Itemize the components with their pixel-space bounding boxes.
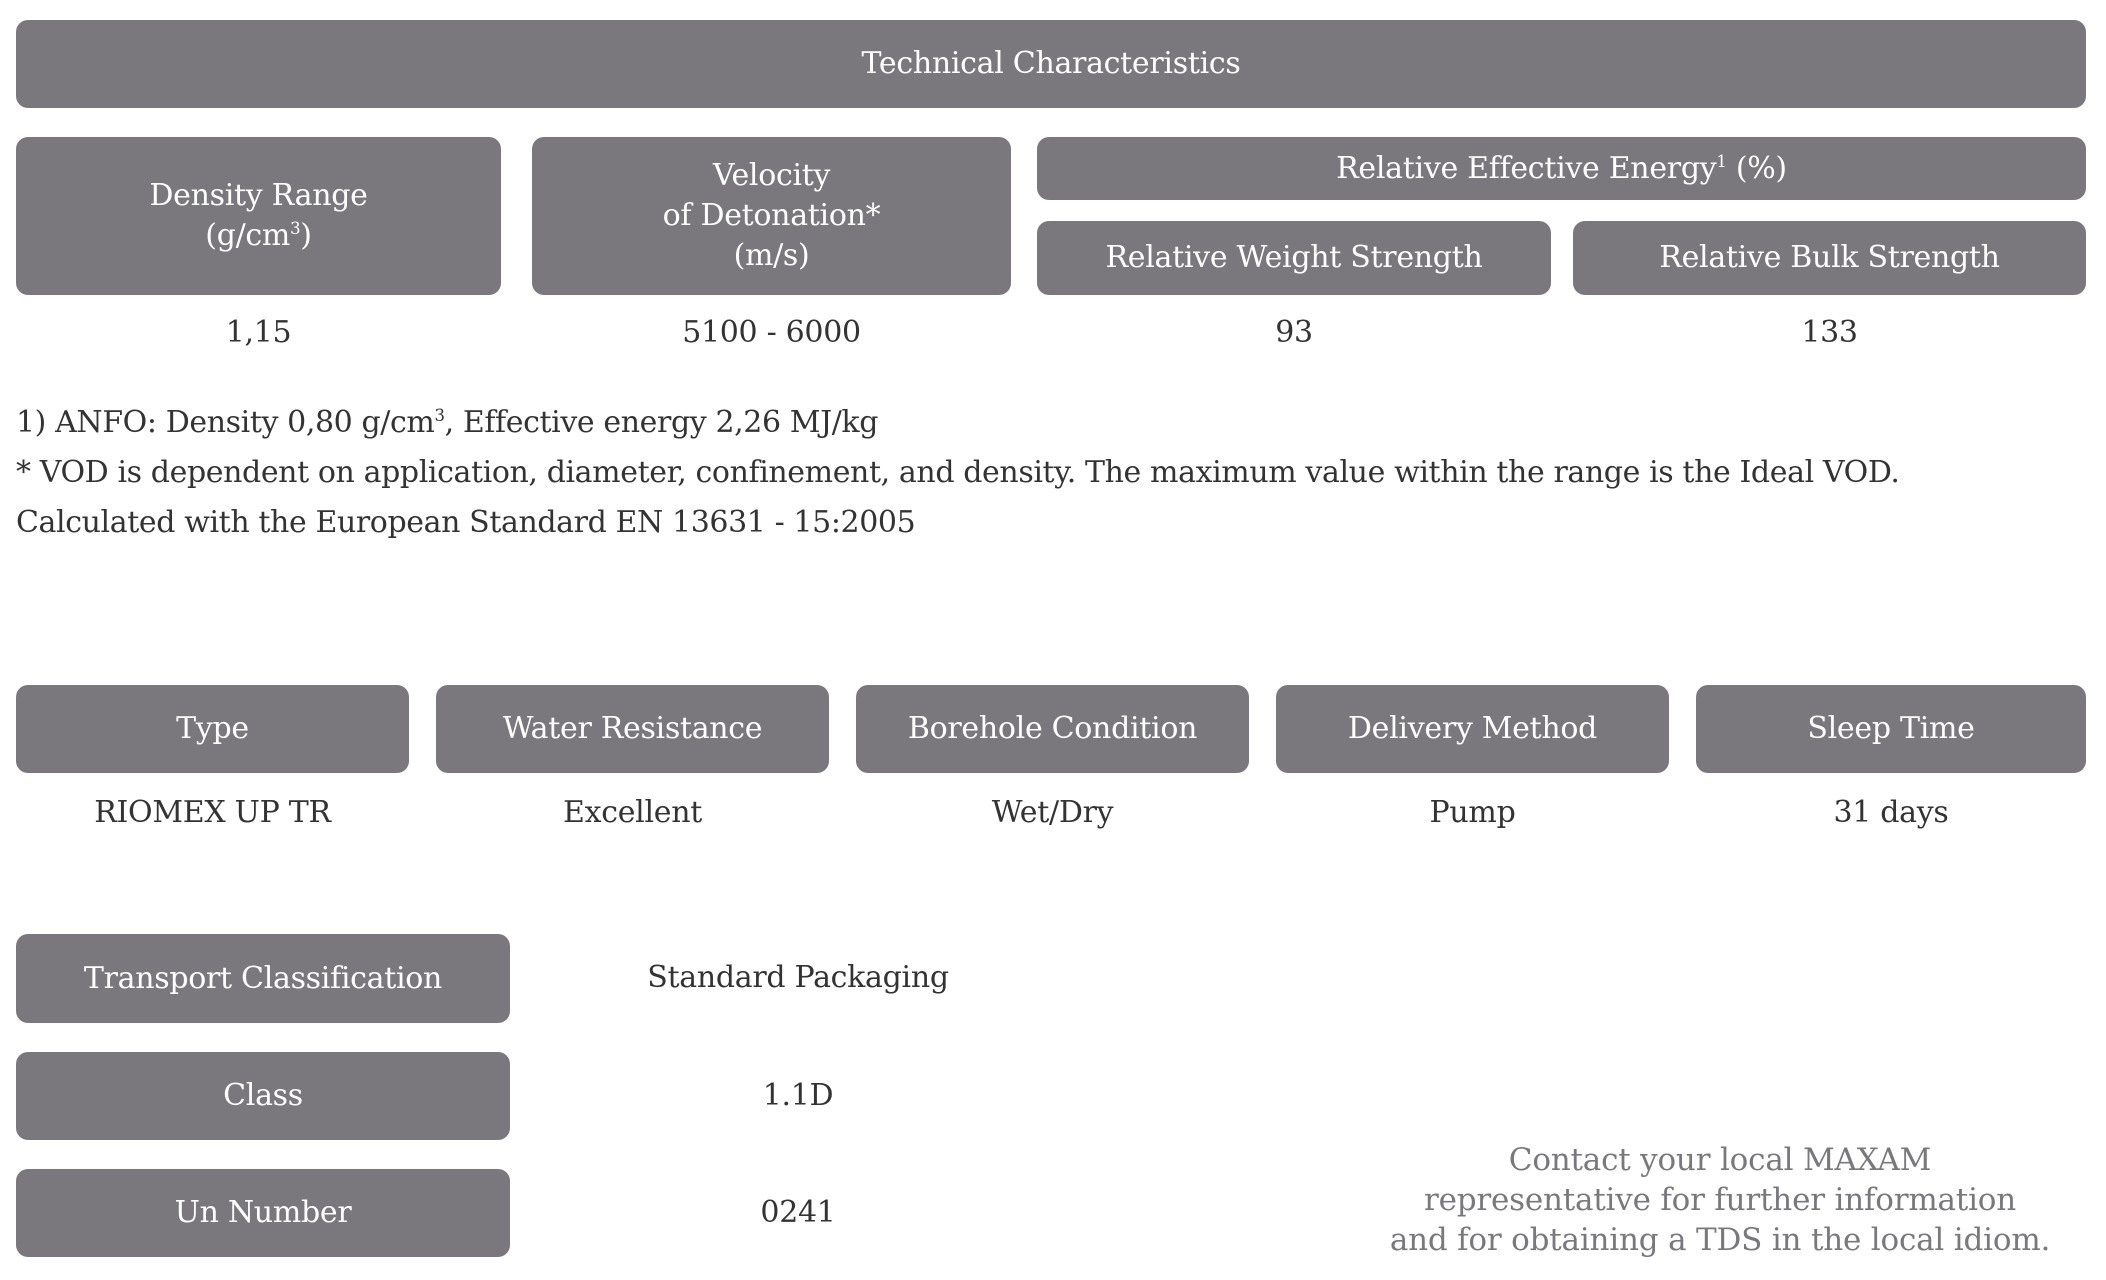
class-header: Class — [16, 1052, 510, 1140]
borehole-condition-label: Borehole Condition — [907, 711, 1198, 746]
water-resistance-label: Water Resistance — [502, 711, 763, 746]
contact-line3: and for obtaining a TDS in the local idi… — [1389, 1222, 2051, 1258]
relative-weight-strength-header: Relative Weight Strength — [1037, 221, 1551, 295]
sleep-time-label: Sleep Time — [1807, 711, 1975, 746]
vod-value: 5100 - 6000 — [682, 315, 861, 350]
contact-line1: Contact your local MAXAM — [1508, 1142, 1932, 1178]
density-value: 1,15 — [225, 315, 292, 350]
rbs-value: 133 — [1801, 315, 1858, 350]
relative-bulk-strength-header: Relative Bulk Strength — [1573, 221, 2086, 295]
density-range-header: Density Range (g/cm3) — [16, 137, 501, 295]
vod-label-line3: (m/s) — [733, 238, 810, 273]
water-resistance-value: Excellent — [563, 795, 702, 830]
delivery-method-value: Pump — [1429, 795, 1516, 830]
sleep-time-value: 31 days — [1833, 795, 1949, 830]
un-number-value: 0241 — [760, 1195, 836, 1230]
density-label-line2: (g/cm3) — [205, 218, 312, 253]
borehole-condition-value: Wet/Dry — [991, 795, 1114, 830]
section-title-bar: Technical Characteristics — [16, 20, 2086, 108]
ree-label: Relative Effective Energy1 (%) — [1336, 150, 1787, 186]
contact-line2: representative for further information — [1423, 1182, 2017, 1218]
velocity-of-detonation-header: Velocity of Detonation* (m/s) — [532, 137, 1011, 295]
type-header: Type — [16, 685, 409, 773]
class-label: Class — [223, 1078, 303, 1113]
sleep-time-header: Sleep Time — [1696, 685, 2086, 773]
rws-label: Relative Weight Strength — [1105, 240, 1483, 275]
delivery-method-header: Delivery Method — [1276, 685, 1669, 773]
density-label-line1: Density Range — [149, 178, 368, 213]
delivery-method-label: Delivery Method — [1347, 711, 1598, 746]
footnote-anfo: 1) ANFO: Density 0,80 g/cm3, Effective e… — [16, 405, 879, 440]
water-resistance-header: Water Resistance — [436, 685, 829, 773]
footnote-standard: Calculated with the European Standard EN… — [16, 505, 916, 540]
transport-classification-label: Transport Classification — [83, 960, 443, 996]
type-label: Type — [176, 711, 249, 746]
class-value: 1.1D — [762, 1078, 834, 1113]
page-title: Technical Characteristics — [861, 46, 1241, 81]
rws-value: 93 — [1275, 315, 1313, 350]
un-number-header: Un Number — [16, 1169, 510, 1257]
borehole-condition-header: Borehole Condition — [856, 685, 1249, 773]
vod-label-line2: of Detonation* — [662, 198, 881, 233]
relative-effective-energy-header: Relative Effective Energy1 (%) — [1037, 137, 2086, 200]
un-number-label: Un Number — [174, 1195, 352, 1230]
contact-note: Contact your local MAXAM representative … — [1360, 1140, 2080, 1260]
rbs-label: Relative Bulk Strength — [1659, 240, 2000, 275]
transport-classification-header: Transport Classification — [16, 934, 510, 1023]
transport-classification-value: Standard Packaging — [647, 960, 949, 995]
vod-label-line1: Velocity — [712, 158, 831, 193]
type-value: RIOMEX UP TR — [94, 795, 331, 830]
footnote-vod: * VOD is dependent on application, diame… — [16, 455, 1900, 490]
